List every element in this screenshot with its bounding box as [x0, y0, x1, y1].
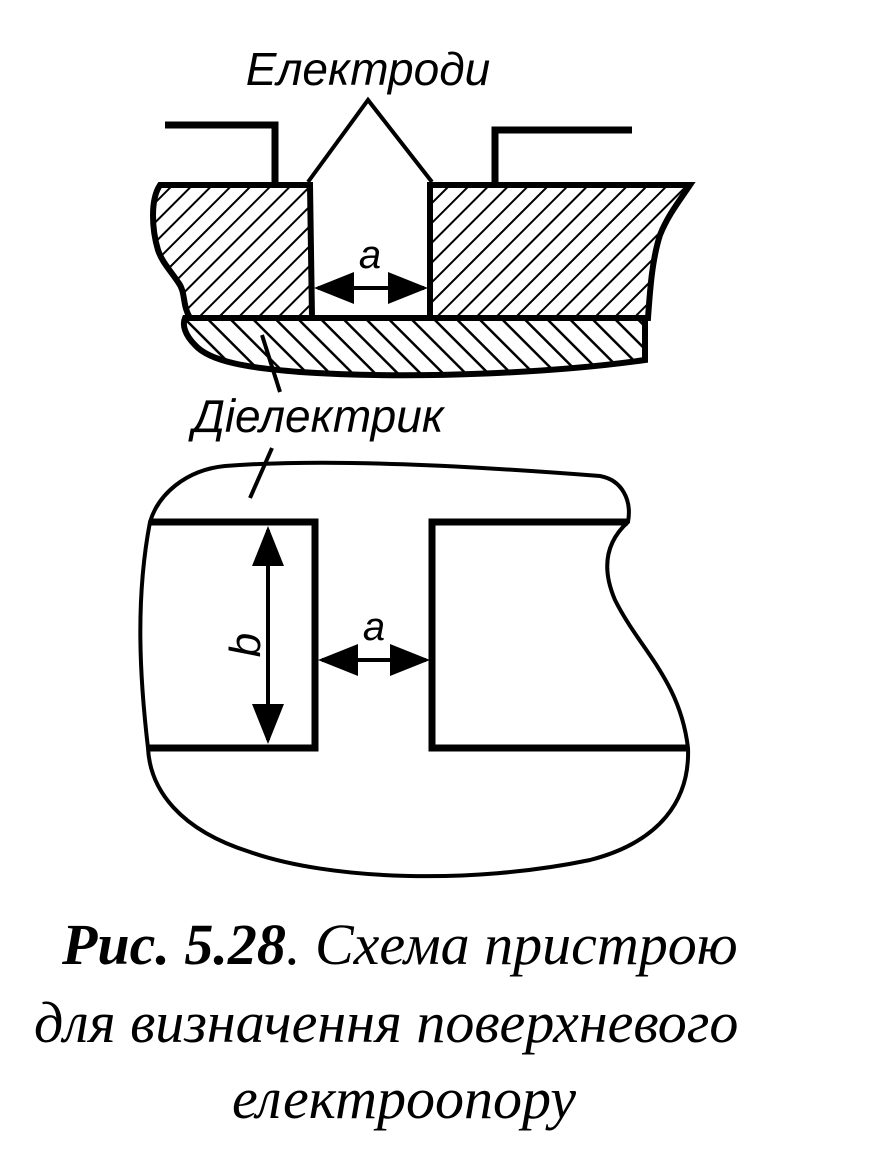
caption-line-2: для визначення поверхневого	[34, 990, 739, 1055]
caption-line-1: Рис. 5.28. Схема пристрою	[62, 910, 738, 980]
left-electrode	[150, 182, 316, 321]
plan-view: b a	[138, 447, 691, 879]
electrodes-callout-line	[306, 96, 434, 184]
left-electrode-pad	[148, 518, 319, 752]
dielectric-callout-line	[260, 334, 282, 393]
electrodes-label: Електроди	[246, 43, 490, 95]
right-electrode	[427, 182, 696, 321]
right-lead-wire	[491, 126, 632, 185]
gap-label-bottom: a	[363, 605, 385, 649]
caption-line-1-text: . Схема пристрою	[285, 912, 738, 977]
dielectric-layer	[180, 315, 648, 379]
left-lead-wire	[165, 121, 279, 185]
dielectric-callout-line-plan	[248, 447, 274, 499]
figure-number: Рис. 5.28	[62, 912, 286, 977]
caption-line-3: електроопору	[232, 1066, 577, 1131]
right-electrode-pad	[428, 518, 688, 752]
dielectric-label: Діелектрик	[187, 390, 445, 442]
dielectric-outline	[138, 460, 691, 879]
gap-label-top: a	[359, 233, 381, 277]
width-label: b	[221, 633, 270, 657]
cross-section-view: a Електроди Діелектрик	[150, 43, 696, 442]
